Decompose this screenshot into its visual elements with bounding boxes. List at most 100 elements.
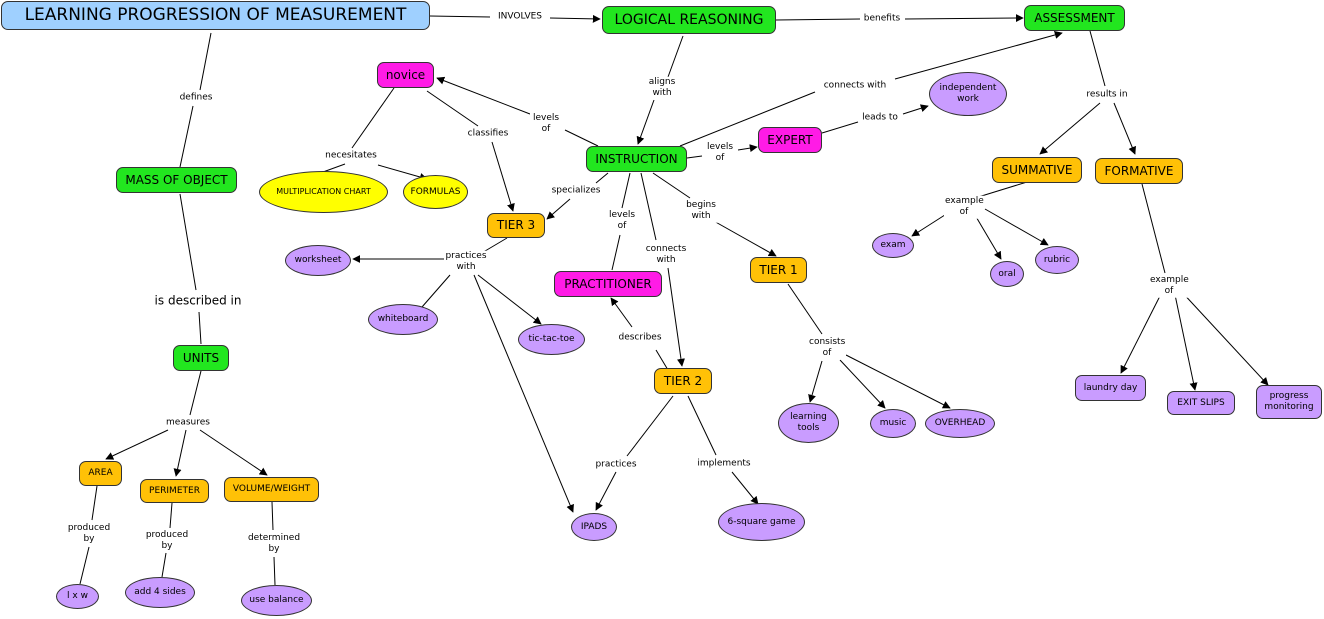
node-learning-tools[interactable]: learning tools (778, 403, 839, 443)
node-exam[interactable]: exam (872, 233, 914, 258)
node-add-4-sides[interactable]: add 4 sides (125, 577, 195, 608)
edge-example-formative-c (1173, 289, 1198, 391)
label-measures: measures (165, 417, 211, 429)
label-levels-of-expert: levels of (704, 141, 736, 165)
label-determined-by: determined by (246, 532, 302, 556)
edge-results-b (1039, 102, 1101, 155)
node-perimeter[interactable]: PERIMETER (140, 479, 209, 503)
node-formulas[interactable]: FORMULAS (403, 175, 468, 209)
node-learning-progression[interactable]: LEARNING PROGRESSION OF MEASUREMENT (1, 1, 430, 30)
edge-produced-perimeter-b (161, 552, 167, 578)
edge-describes-b (610, 297, 633, 328)
label-practices-with: practices with (444, 250, 488, 274)
node-rubric[interactable]: rubric (1035, 246, 1079, 274)
edge-levels-expert-a (686, 155, 703, 159)
label-produced-by-area: produced by (65, 522, 113, 546)
node-tier2[interactable]: TIER 2 (654, 368, 712, 394)
node-music[interactable]: music (870, 409, 916, 438)
edge-connects-assessment-b (894, 31, 1063, 80)
label-produced-by-perimeter: produced by (143, 529, 191, 553)
label-classifies: classifies (466, 128, 510, 140)
edge-begins-a (652, 172, 691, 199)
edge-produced-perimeter-a (169, 502, 173, 529)
edge-specializes-a (595, 172, 609, 184)
edge-example-summative-c (974, 214, 1002, 260)
node-logical-reasoning[interactable]: LOGICAL REASONING (602, 6, 776, 34)
edge-produced-area-b (79, 546, 90, 585)
node-tier1[interactable]: TIER 1 (750, 257, 807, 283)
node-independent-work[interactable]: independent work (929, 72, 1007, 116)
node-formative[interactable]: FORMATIVE (1095, 158, 1183, 184)
node-multiplication-chart[interactable]: MULTIPLICATION CHART (259, 171, 388, 213)
node-tier3[interactable]: TIER 3 (487, 213, 545, 238)
label-describes: describes (617, 332, 663, 344)
edge-implements-b (731, 471, 759, 505)
label-levels-of-novice: levels of (530, 112, 562, 136)
edge-benefits-a (775, 18, 861, 21)
node-expert[interactable]: EXPERT (758, 127, 822, 153)
edge-benefits-b (904, 14, 1024, 23)
edge-example-summative-a (974, 181, 1028, 199)
edge-consists-d (845, 354, 951, 409)
node-area[interactable]: AREA (79, 461, 122, 486)
node-mass-of-object[interactable]: MASS OF OBJECT (116, 167, 237, 193)
edge-involves-b (549, 14, 601, 23)
node-summative[interactable]: SUMMATIVE (992, 157, 1082, 183)
node-volume-weight[interactable]: VOLUME/WEIGHT (224, 477, 319, 502)
edge-levels-novice-b (436, 76, 531, 115)
edge-levels-novice-a (564, 129, 599, 147)
node-laundry-day[interactable]: laundry day (1075, 375, 1146, 401)
edge-measures-a (189, 370, 202, 416)
edge-levels-expert-b (737, 144, 758, 153)
node-practitioner[interactable]: PRACTITIONER (554, 271, 662, 297)
edge-described-b (198, 311, 202, 345)
node-tic-tac-toe[interactable]: tic-tac-toe (518, 324, 585, 355)
node-use-balance[interactable]: use balance (241, 585, 312, 616)
node-units[interactable]: UNITS (173, 345, 229, 371)
label-specializes: specializes (550, 185, 602, 197)
edge-example-summative-d (984, 208, 1049, 246)
edge-described-a (179, 193, 197, 291)
edge-connects-tier2-a (640, 172, 657, 241)
edge-tier2-practices-b (595, 471, 617, 511)
edge-connects-tier2-b (667, 267, 685, 367)
edge-measures-c (173, 429, 187, 477)
node-exit-slips[interactable]: EXIT SLIPS (1167, 391, 1235, 415)
label-aligns-with: aligns with (644, 76, 680, 100)
edge-consists-b (808, 360, 823, 403)
node-lxw[interactable]: l x w (56, 584, 99, 609)
edge-example-formative-b (1120, 289, 1164, 374)
edge-aligns-a (667, 35, 684, 78)
node-instruction[interactable]: INSTRUCTION (586, 146, 687, 172)
label-connects-with-tier2: connects with (643, 243, 689, 267)
edge-leads-a (821, 121, 859, 134)
node-oral[interactable]: oral (990, 261, 1024, 287)
label-example-of-formative: example of (1149, 274, 1189, 298)
label-results-in: results in (1085, 89, 1129, 101)
edge-classifies-b (491, 141, 515, 212)
node-novice[interactable]: novice (377, 62, 434, 88)
edge-describes-a (655, 349, 669, 371)
edge-measures-b (105, 429, 169, 460)
edge-practices-with-e (473, 274, 574, 513)
label-is-described-in: is described in (153, 293, 243, 309)
label-defines: defines (178, 92, 214, 104)
edge-practices-with-d (477, 274, 542, 325)
node-overhead[interactable]: OVERHEAD (925, 409, 995, 438)
edge-specializes-b (546, 198, 571, 220)
edge-necesitates-a (351, 87, 395, 149)
node-worksheet[interactable]: worksheet (285, 245, 351, 276)
node-whiteboard[interactable]: whiteboard (368, 304, 438, 335)
node-assessment[interactable]: ASSESSMENT (1024, 5, 1125, 31)
edge-determined-a (271, 501, 274, 531)
edge-involves-a (429, 15, 491, 18)
label-connects-with-assessment: connects with (822, 80, 888, 92)
edge-measures-d (199, 429, 268, 476)
edge-results-a (1089, 30, 1106, 87)
node-progress-monitoring[interactable]: progress monitoring (1256, 385, 1322, 419)
node-ipads[interactable]: IPADS (571, 513, 617, 541)
node-six-square-game[interactable]: 6-square game (718, 503, 805, 541)
edge-results-c (1113, 102, 1136, 155)
edge-produced-area-a (91, 485, 98, 521)
